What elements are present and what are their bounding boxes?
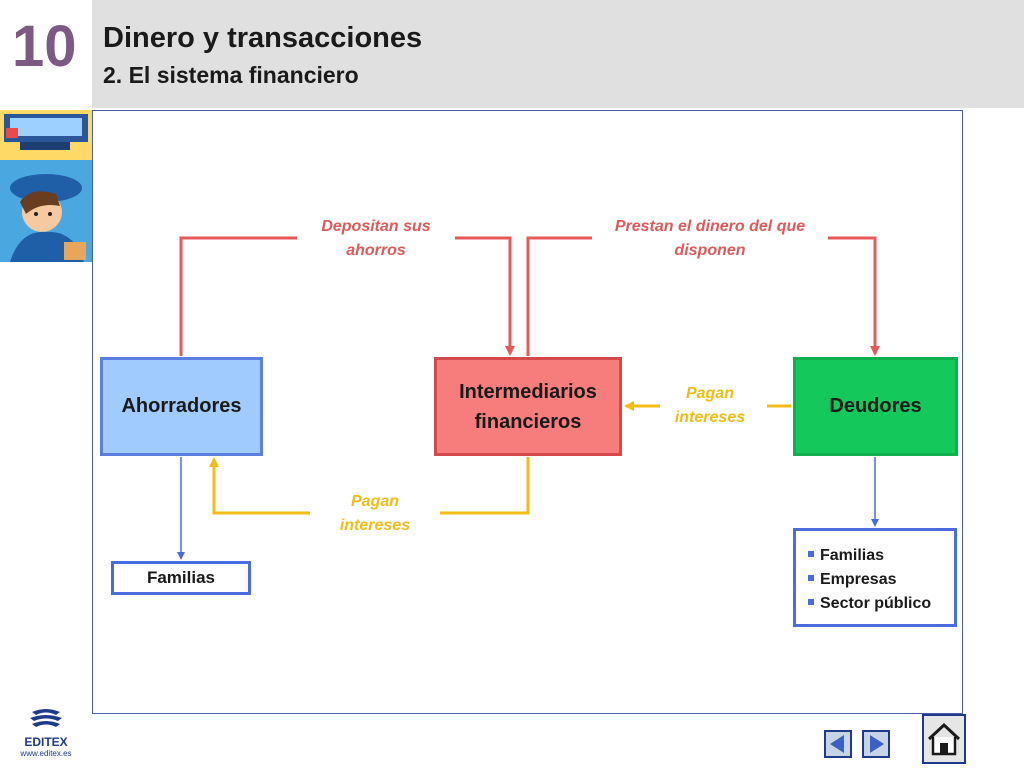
home-button[interactable] (922, 714, 966, 764)
side-illustration (0, 110, 92, 262)
logo-text: EDITEX (24, 735, 68, 749)
lend-flow-arrow-head (828, 236, 880, 356)
lend-flow-arrow (526, 236, 592, 356)
lend-flow-label: Prestan el dinero del que disponen (614, 218, 806, 259)
list-item: Sector público (808, 592, 954, 616)
content-frame (92, 110, 963, 714)
prev-slide-button[interactable] (824, 730, 852, 758)
package-icon (64, 242, 86, 260)
interm-interest-arrow-head (209, 457, 310, 515)
debtor-type-label: Familias (820, 547, 885, 564)
editex-logo-icon (30, 709, 62, 727)
deposit-flow-label: Depositan sus ahorros (321, 218, 431, 259)
page-subtitle: 2. El sistema financiero (103, 62, 359, 88)
debtor-types-node: Familias Empresas Sector público (793, 528, 957, 627)
debtors-node: Deudores (793, 357, 958, 456)
publisher-logo: EDITEX www.editex.es (16, 708, 76, 764)
deposit-flow-arrow (179, 236, 297, 356)
triangle-right-icon (870, 735, 884, 753)
bullet-square-icon (808, 550, 814, 557)
interm-interest-arrow (440, 457, 530, 515)
debtor-type-label: Empresas (820, 571, 897, 588)
chapter-number: 10 (12, 14, 77, 79)
intermediaries-node: Intermediarios financieros (434, 357, 622, 456)
deposit-flow-arrow-head (455, 236, 515, 356)
interm-interest-label: Pagan intereses (339, 493, 411, 534)
list-item: Familias (808, 544, 954, 568)
header-band (92, 0, 1024, 108)
savers-type-node: Familias (111, 561, 251, 595)
logo-url: www.editex.es (20, 749, 72, 758)
next-slide-button[interactable] (862, 730, 890, 758)
home-icon (927, 722, 961, 756)
bullet-square-icon (808, 574, 814, 581)
triangle-left-icon (830, 735, 844, 753)
bullet-square-icon (808, 598, 814, 605)
list-item: Empresas (808, 568, 954, 592)
debtor-type-label: Sector público (820, 595, 932, 612)
debtor-interest-label: Pagan intereses (674, 385, 746, 426)
savers-node: Ahorradores (100, 357, 263, 456)
page-title: Dinero y transacciones (103, 22, 423, 54)
